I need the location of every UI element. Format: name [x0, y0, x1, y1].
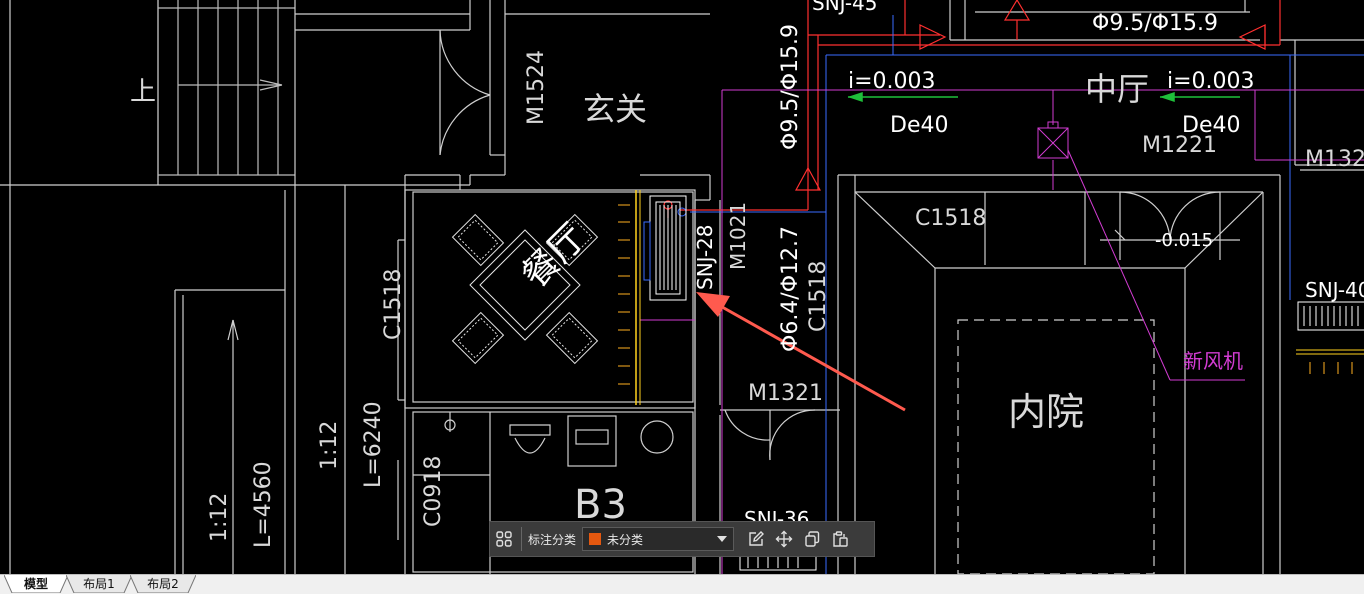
cad-drawing-canvas[interactable]: 上 1:12 L=4560 1:12 L=6240 M1524 玄关 C1518… [0, 0, 1364, 574]
condensate-pipes [677, 15, 1364, 574]
label-slope-2: i=0.003 [1167, 69, 1255, 94]
tab-layout2[interactable]: 布局2 [130, 575, 196, 593]
layout-tab-bar: 模型 布局1 布局2 [0, 574, 1364, 594]
indoor-unit-snj40 [1296, 301, 1364, 374]
tab-model-label: 模型 [23, 577, 48, 591]
label-pipe-3: Φ9.5/Φ15.9 [778, 24, 803, 150]
category-value: 未分类 [607, 532, 644, 547]
label-foyer: 玄关 [583, 90, 647, 128]
category-color-swatch [589, 533, 602, 545]
category-label: 标注分类 [528, 532, 577, 547]
indoor-unit-snj28 [643, 195, 687, 301]
floor-plan: 上 1:12 L=4560 1:12 L=6240 M1524 玄关 C1518… [0, 0, 1364, 574]
paste-icon[interactable] [826, 525, 854, 553]
label-window-c0918: C0918 [421, 456, 446, 527]
label-unit-snj28: SNJ-28 [693, 224, 717, 290]
label-up: 上 [130, 77, 156, 107]
tab-model[interactable]: 模型 [4, 575, 68, 593]
move-icon[interactable] [770, 525, 798, 553]
label-door-m1021: M1021 [726, 202, 750, 270]
tab-layout2-label: 布局2 [147, 577, 179, 591]
walls [0, 0, 1364, 574]
label-courtyard: 内院 [1008, 390, 1084, 434]
dining-table-block [451, 213, 599, 365]
toolbar-divider [521, 527, 522, 551]
label-pipe-1: Φ6.4/Φ12.7 [778, 226, 803, 352]
tab-layout1[interactable]: 布局1 [66, 575, 132, 593]
label-fresh-air-unit: 新风机 [1183, 349, 1243, 373]
label-window-c1518-c: C1518 [915, 206, 986, 231]
chevron-down-icon [717, 536, 728, 542]
label-window-c1518-a: C1518 [381, 269, 406, 340]
label-door-m1221: M1221 [1142, 133, 1217, 158]
label-door-m1524: M1524 [524, 50, 549, 125]
drawing-labels: 上 1:12 L=4560 1:12 L=6240 M1524 玄关 C1518… [130, 0, 1364, 548]
label-room-b3: B3 [574, 482, 627, 528]
label-drain-2: De40 [1182, 113, 1240, 138]
grid-icon[interactable] [490, 525, 518, 553]
label-ratio-1: 1:12 [207, 493, 232, 542]
label-slope-1: i=0.003 [848, 69, 936, 94]
copy-icon[interactable] [798, 525, 826, 553]
label-middle-hall: 中厅 [1085, 70, 1149, 108]
annotation-arrow [696, 292, 906, 412]
label-length-1: L=4560 [251, 461, 276, 548]
label-length-2: L=6240 [361, 401, 386, 488]
annotation-toolbar: 标注分类 未分类 [489, 521, 875, 557]
label-door-m1321-b: M1321 [1305, 147, 1364, 172]
label-unit-snj40: SNJ-40 [1305, 278, 1364, 302]
supply-air-diffuser [618, 190, 641, 405]
category-dropdown[interactable]: 未分类 [582, 527, 735, 551]
label-door-m1321-a: M1321 [748, 381, 823, 406]
tab-layout1-label: 布局1 [83, 577, 115, 591]
label-level: -0.015 [1155, 230, 1213, 251]
slope-markers [847, 91, 1240, 103]
refrigerant-pipes [663, 0, 1281, 218]
edit-icon[interactable] [742, 525, 770, 553]
label-window-c1518-b: C1518 [806, 261, 831, 332]
fresh-air-duct [639, 89, 1364, 574]
label-ratio-2: 1:12 [317, 421, 342, 470]
label-pipe-2: Φ9.5/Φ15.9 [1092, 11, 1218, 36]
label-drain-1: De40 [890, 113, 948, 138]
label-unit-snj45: SNJ-45 [812, 0, 878, 15]
